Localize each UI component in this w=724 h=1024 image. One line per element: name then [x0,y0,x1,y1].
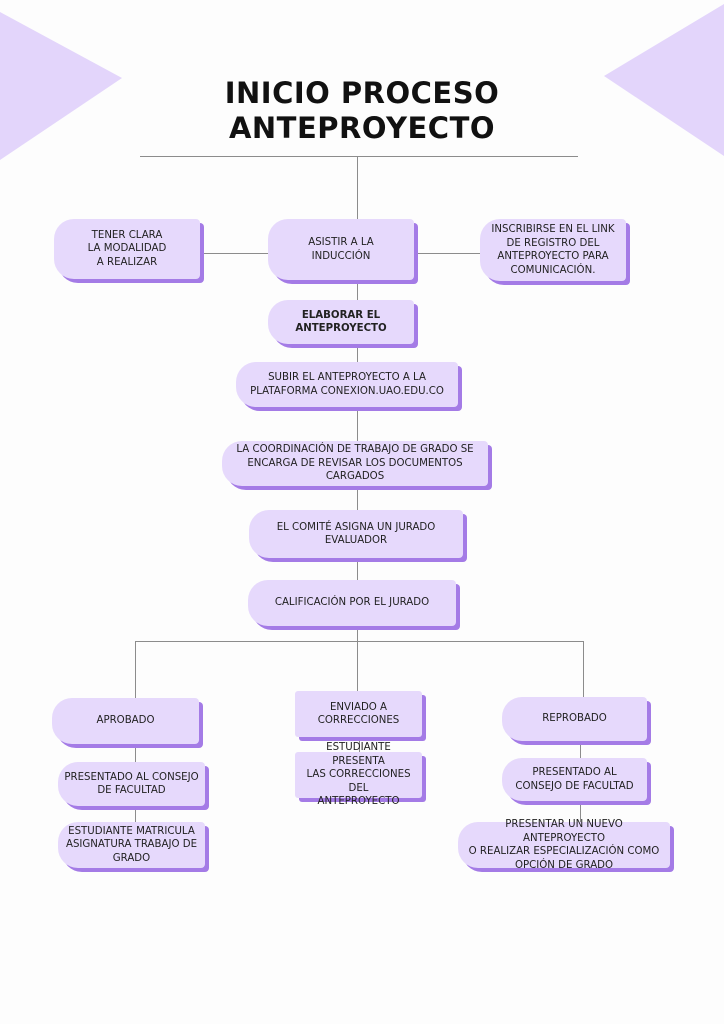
node-coordinacion: LA COORDINACIÓN DE TRABAJO DE GRADO SE E… [222,441,488,486]
connector [580,801,581,822]
connector [357,558,358,580]
top-left-triangle [0,12,122,160]
node-modalidad-label: TENER CLARA LA MODALIDAD A REALIZAR [87,229,167,268]
node-matricula-label: ESTUDIANTE MATRICULA ASIGNATURA TRABAJO … [65,825,198,864]
node-aprobado: APROBADO [52,698,199,744]
top-right-triangle [604,4,724,156]
title-line-2: ANTEPROYECTO [228,111,496,145]
node-matricula: ESTUDIANTE MATRICULA ASIGNATURA TRABAJO … [58,822,205,868]
node-comite-label: EL COMITÉ ASIGNA UN JURADO EVALUADOR [276,521,436,547]
node-calificacion: CALIFICACIÓN POR EL JURADO [248,580,456,626]
node-presentado-consejo-r-label: PRESENTADO AL CONSEJO DE FACULTAD [515,767,634,792]
node-presenta-correcciones: ESTUDIANTE PRESENTA LAS CORRECCIONES DEL… [295,742,422,807]
node-elaborar: ELABORAR EL ANTEPROYECTO [268,300,414,344]
node-induccion-label: ASISTIR A LA INDUCCIÓN [308,237,374,262]
node-subir-label: SUBIR EL ANTEPROYECTO A LA PLATAFORMA CO… [250,372,444,397]
node-modalidad: TENER CLARA LA MODALIDAD A REALIZAR [54,219,200,279]
connector [357,626,358,691]
node-coordinacion-label: LA COORDINACIÓN DE TRABAJO DE GRADO SE E… [236,444,474,483]
node-enviado-label: ENVIADO A CORRECCIONES [317,701,400,727]
node-presentado-consejo-a-label: PRESENTADO AL CONSEJO DE FACULTAD [64,771,199,797]
node-enviado: ENVIADO A CORRECCIONES [295,691,422,737]
connector [580,741,581,758]
connector [135,641,584,642]
connector [583,641,584,697]
node-induccion: ASISTIR A LA INDUCCIÓN [268,219,414,280]
node-presenta-correcciones-label: ESTUDIANTE PRESENTA LAS CORRECCIONES DEL… [306,742,411,808]
node-reprobado: REPROBADO [502,697,647,741]
node-nuevo-label: PRESENTAR UN NUEVO ANTEPROYECTO O REALIZ… [468,819,660,871]
node-aprobado-label: APROBADO [96,715,155,727]
connector [135,641,136,698]
node-inscribirse: INSCRIBIRSE EN EL LINK DE REGISTRO DEL A… [480,219,626,281]
node-presentado-consejo-r: PRESENTADO AL CONSEJO DE FACULTAD [502,758,647,801]
connector [359,737,360,752]
node-calificacion-label: CALIFICACIÓN POR EL JURADO [274,597,430,609]
node-subir: SUBIR EL ANTEPROYECTO A LA PLATAFORMA CO… [236,362,458,407]
node-nuevo: PRESENTAR UN NUEVO ANTEPROYECTO O REALIZ… [458,819,670,871]
connector [357,157,358,219]
connector [135,806,136,822]
connector [414,253,480,254]
page-title: INICIO PROCESO ANTEPROYECTO [0,76,724,146]
node-elaborar-label: ELABORAR EL ANTEPROYECTO [295,309,387,335]
connector [357,280,358,300]
node-comite: EL COMITÉ ASIGNA UN JURADO EVALUADOR [249,510,463,558]
title-divider [140,156,578,157]
connector [357,486,358,510]
node-reprobado-label: REPROBADO [542,713,607,725]
connector [200,253,270,254]
node-inscribirse-label: INSCRIBIRSE EN EL LINK DE REGISTRO DEL A… [491,224,615,276]
title-line-1: INICIO PROCESO [224,76,500,110]
connector [135,744,136,762]
connector [357,407,358,441]
node-presentado-consejo-a: PRESENTADO AL CONSEJO DE FACULTAD [58,762,205,806]
connector [357,344,358,362]
